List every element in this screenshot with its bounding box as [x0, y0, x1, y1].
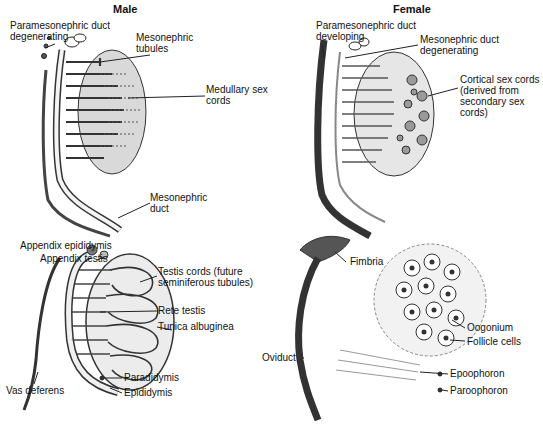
panel-heading: Male	[113, 4, 153, 15]
part-label: Follicle cells	[467, 336, 541, 347]
part-label: Mesonephric tubules	[136, 32, 206, 54]
panel-heading: Female	[393, 4, 453, 15]
part-label: Appendix testis	[40, 253, 130, 264]
part-label: Cortical sex cords (derived from seconda…	[460, 74, 542, 118]
part-label: Medullary sex cords	[206, 84, 268, 106]
part-label: Oogonium	[467, 322, 537, 333]
part-label: Rete testis	[158, 305, 248, 316]
part-label: Testis cords (future seminiferous tubule…	[158, 266, 278, 288]
part-label: Fimbria	[350, 256, 410, 267]
part-label: Appendix epididymis	[20, 240, 130, 251]
part-label: Paramesonephric duct degenerating	[10, 20, 122, 42]
part-label: Tunica albuginea	[158, 321, 258, 332]
part-label: Paramesonephric duct developing	[316, 20, 424, 42]
part-label: Mesonephric duct degenerating	[420, 34, 518, 56]
part-label: Mesonephric duct	[150, 192, 220, 214]
part-label: Oviduct	[262, 352, 304, 363]
part-label: Paradidymis	[124, 372, 204, 383]
part-label: Epididymis	[124, 387, 204, 398]
part-label: Paroophoron	[450, 385, 530, 396]
part-label: Vas deferens	[6, 385, 86, 396]
part-label: Epoophoron	[450, 368, 530, 379]
